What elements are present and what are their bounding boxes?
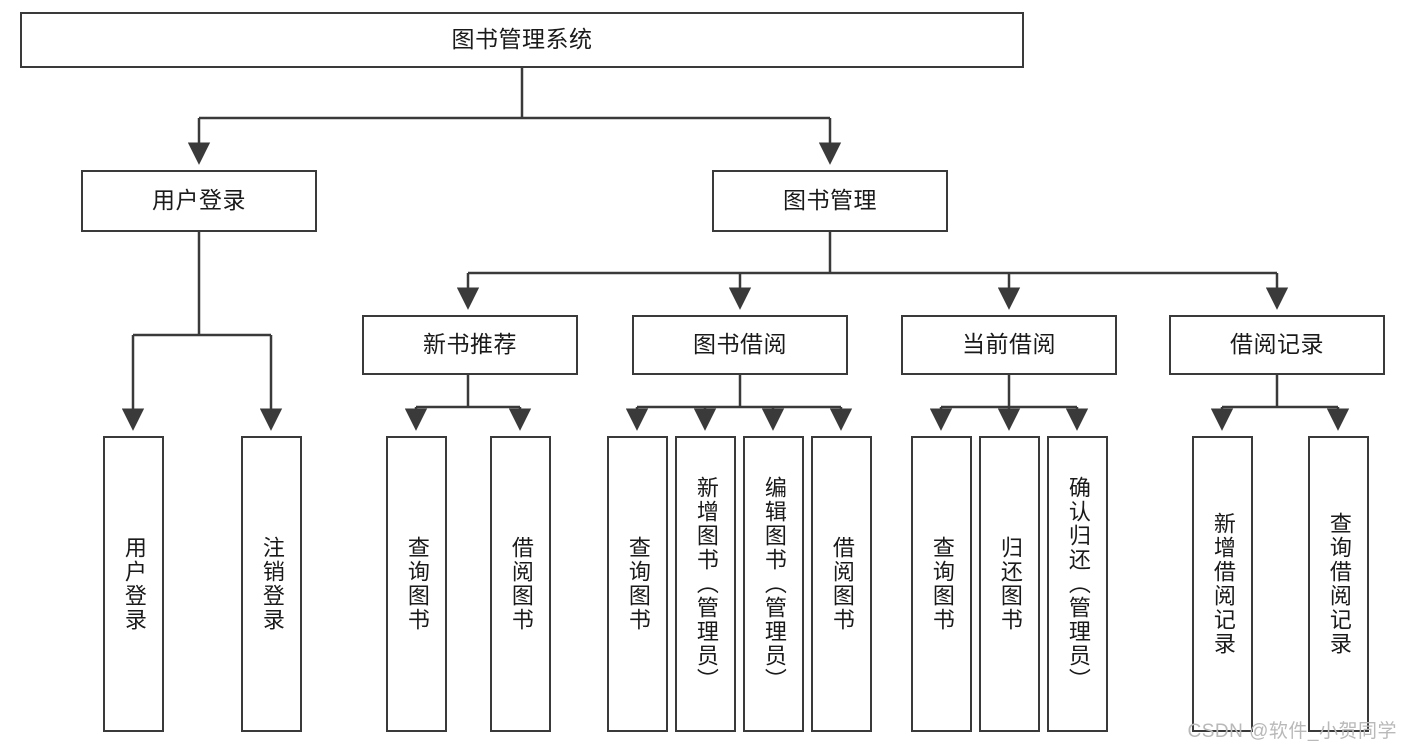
node-label: 新书推荐 [423, 331, 517, 358]
node-label: 图书管理系统 [451, 26, 593, 53]
node-label: 用户登录 [152, 187, 246, 214]
leaf-borrow-borrow-book[interactable]: 借阅图书 [811, 436, 872, 732]
node-label: 查询图书 [404, 536, 430, 632]
node-label: 当前借阅 [962, 331, 1056, 358]
node-label: 归还图书 [997, 536, 1023, 632]
node-label: 借阅图书 [508, 536, 534, 632]
node-label: 新增图书（管理员） [693, 476, 719, 692]
node-label: 新增借阅记录 [1210, 512, 1236, 656]
node-current-borrow[interactable]: 当前借阅 [901, 315, 1117, 375]
node-user-login[interactable]: 用户登录 [81, 170, 317, 232]
node-label: 用户登录 [121, 536, 147, 632]
leaf-borrow-query-book[interactable]: 查询图书 [607, 436, 668, 732]
leaf-record-query-borrow-record[interactable]: 查询借阅记录 [1308, 436, 1369, 732]
leaf-current-query-book[interactable]: 查询图书 [911, 436, 972, 732]
node-book-borrow[interactable]: 图书借阅 [632, 315, 848, 375]
node-book-management[interactable]: 图书管理 [712, 170, 948, 232]
node-label: 查询借阅记录 [1326, 512, 1352, 656]
node-root-book-management-system[interactable]: 图书管理系统 [20, 12, 1024, 68]
node-borrow-record[interactable]: 借阅记录 [1169, 315, 1385, 375]
leaf-new-book-borrow-book[interactable]: 借阅图书 [490, 436, 551, 732]
leaf-user-login-login[interactable]: 用户登录 [103, 436, 164, 732]
node-label: 查询图书 [929, 536, 955, 632]
csdn-watermark: CSDN @软件_小贺同学 [1187, 721, 1397, 742]
leaf-user-login-logout[interactable]: 注销登录 [241, 436, 302, 732]
node-new-book-recommend[interactable]: 新书推荐 [362, 315, 578, 375]
node-label: 图书管理 [783, 187, 877, 214]
node-label: 借阅记录 [1230, 331, 1324, 358]
node-label: 注销登录 [259, 536, 285, 632]
leaf-current-return-book[interactable]: 归还图书 [979, 436, 1040, 732]
leaf-current-confirm-return-admin[interactable]: 确认归还（管理员） [1047, 436, 1108, 732]
node-label: 编辑图书（管理员） [761, 476, 787, 692]
leaf-borrow-add-book-admin[interactable]: 新增图书（管理员） [675, 436, 736, 732]
leaf-record-add-borrow-record[interactable]: 新增借阅记录 [1192, 436, 1253, 732]
node-label: 图书借阅 [693, 331, 787, 358]
leaf-new-book-query-book[interactable]: 查询图书 [386, 436, 447, 732]
node-label: 查询图书 [625, 536, 651, 632]
node-label: 借阅图书 [829, 536, 855, 632]
leaf-borrow-edit-book-admin[interactable]: 编辑图书（管理员） [743, 436, 804, 732]
node-label: 确认归还（管理员） [1065, 476, 1091, 692]
